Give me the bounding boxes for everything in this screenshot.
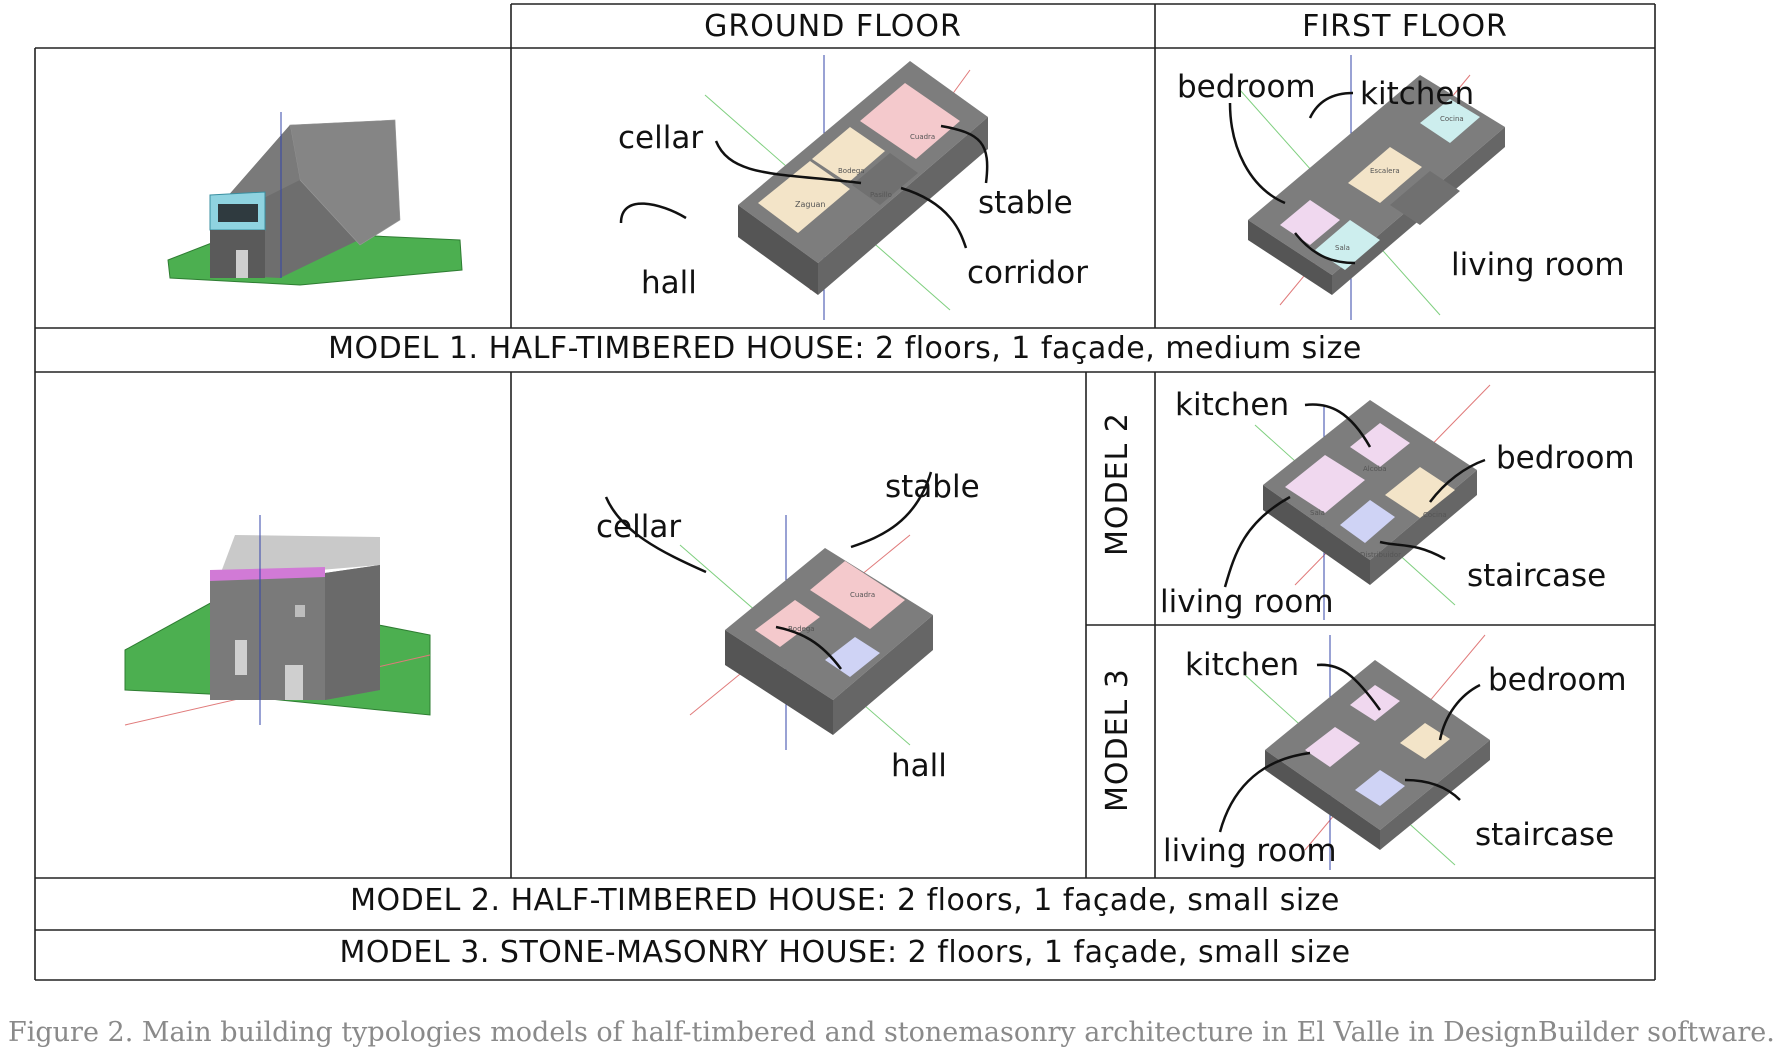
svg-text:Alcoba: Alcoba (1363, 465, 1387, 473)
model3-label-kitchen: kitchen (1185, 647, 1300, 683)
model1-label-cellar: cellar (618, 120, 704, 156)
model1-label-bedroom: bedroom (1177, 69, 1316, 105)
model1-first-floor-view: Sala Escalera Cocina (1239, 55, 1505, 320)
model3-label-living-room: living room (1163, 833, 1337, 869)
svg-text:Bodega: Bodega (788, 625, 815, 633)
svg-text:Cocina: Cocina (1423, 511, 1447, 519)
model1-title: MODEL 1. HALF-TIMBERED HOUSE: 2 floors, … (328, 331, 1362, 366)
model1-exterior-view (167, 112, 463, 286)
svg-text:Zaguan: Zaguan (795, 200, 826, 209)
model1-first-leaders (1228, 91, 1356, 265)
model1-label-stable: stable (978, 185, 1073, 221)
model1-ground-leaders (619, 124, 989, 249)
model1-label-living-room: living room (1451, 247, 1625, 283)
header-first-floor: FIRST FLOOR (1302, 9, 1508, 44)
model2-first-leaders (1223, 403, 1486, 588)
svg-text:Pasillo: Pasillo (870, 191, 892, 199)
model2-label-hall: hall (891, 748, 947, 784)
model2-ground-floor-view: Cuadra Bodega (679, 515, 933, 750)
model3-label-bedroom: bedroom (1488, 662, 1627, 698)
model2-title: MODEL 2. HALF-TIMBERED HOUSE: 2 floors, … (350, 883, 1340, 918)
model2-side-label: MODEL 2 (1100, 412, 1135, 556)
header-ground-floor: GROUND FLOOR (704, 9, 962, 44)
model3-title: MODEL 3. STONE-MASONRY HOUSE: 2 floors, … (339, 935, 1351, 970)
model2-label-bedroom: bedroom (1496, 440, 1635, 476)
svg-text:Sala: Sala (1310, 509, 1325, 517)
model2-first-floor-view: Alcoba Sala Cocina Distribuidor (1254, 384, 1491, 620)
model3-first-leaders (1218, 663, 1481, 833)
model1-label-kitchen: kitchen (1360, 76, 1475, 112)
svg-text:Bodega: Bodega (838, 167, 865, 175)
svg-text:Escalera: Escalera (1370, 167, 1400, 175)
figure-caption: Figure 2. Main building typologies model… (8, 1017, 1775, 1048)
model2-label-living-room: living room (1160, 584, 1334, 620)
model2-label-stable: stable (885, 469, 980, 505)
model3-side-label: MODEL 3 (1100, 668, 1135, 812)
svg-text:Distribuidor: Distribuidor (1360, 551, 1401, 559)
model2-label-cellar: cellar (596, 509, 682, 545)
model1-ground-floor-view: Zaguan Bodega Pasillo Cuadra (704, 55, 988, 320)
svg-text:Sala: Sala (1335, 244, 1350, 252)
model2-ground-leaders (604, 471, 933, 670)
svg-text:Cuadra: Cuadra (910, 133, 935, 141)
model1-label-corridor: corridor (967, 255, 1088, 291)
model1-label-hall: hall (641, 265, 697, 301)
svg-text:Cuadra: Cuadra (850, 591, 875, 599)
model2-label-kitchen: kitchen (1175, 387, 1290, 423)
model3-label-staircase: staircase (1475, 817, 1615, 853)
model2-label-staircase: staircase (1467, 558, 1607, 594)
svg-text:Cocina: Cocina (1440, 115, 1464, 123)
model2-exterior-view (124, 515, 431, 726)
